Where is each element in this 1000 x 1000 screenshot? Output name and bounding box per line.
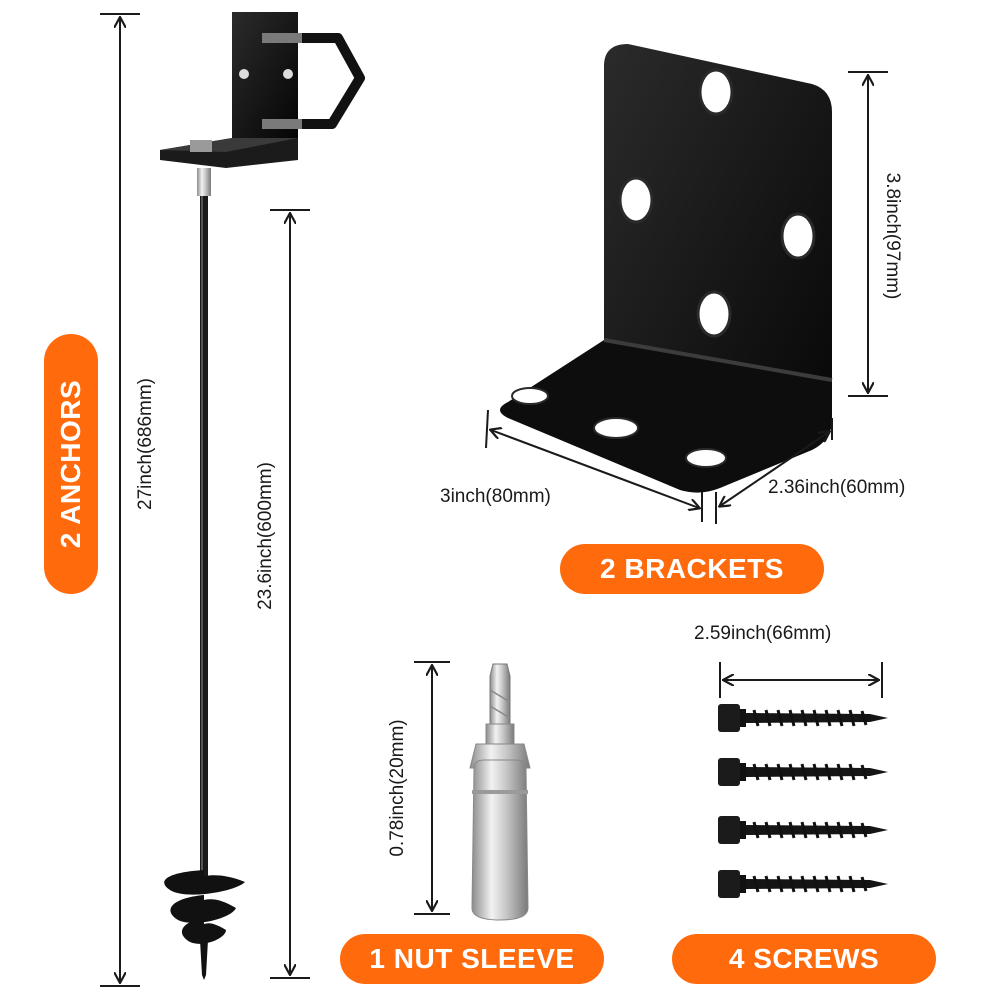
anchor-rod-dimension: 23.6inch(600mm) [255, 462, 276, 610]
bracket-width-dimension-line [485, 409, 703, 522]
anchor-total-dimension: 27inch(686mm) [135, 378, 156, 510]
anchors-label: 2 ANCHORS [55, 379, 86, 549]
nut-sleeve-label: 1 NUT SLEEVE [340, 934, 604, 984]
nut-sleeve-illustration [469, 663, 531, 921]
bracket-depth-dimension-line [715, 418, 833, 524]
bracket-depth-dimension: 2.36inch(60mm) [768, 477, 906, 498]
screw-length-dimension-line [719, 662, 883, 698]
screw-2 [718, 758, 888, 786]
brackets-label: 2 BRACKETS [560, 544, 824, 594]
anchor-illustration [160, 12, 365, 980]
screw-length-dimension: 2.59inch(66mm) [694, 623, 832, 644]
anchor-total-dimension-line [100, 13, 140, 987]
sleeve-length-dimension-line [414, 661, 450, 915]
anchor-rod-dimension-line [270, 209, 310, 979]
bracket-height-dimension-line [848, 71, 888, 397]
bracket-height-dimension: 3.8inch(97mm) [882, 172, 903, 300]
screw-3 [718, 816, 888, 844]
bracket-illustration [500, 44, 833, 493]
sleeve-length-dimension: 0.78inch(20mm) [387, 719, 408, 857]
screws-label: 4 SCREWS [672, 934, 936, 984]
screw-4 [718, 870, 888, 898]
bracket-width-dimension: 3inch(80mm) [440, 486, 551, 507]
screw-1 [718, 704, 888, 732]
anchors-label-badge: 2 ANCHORS [44, 334, 98, 594]
